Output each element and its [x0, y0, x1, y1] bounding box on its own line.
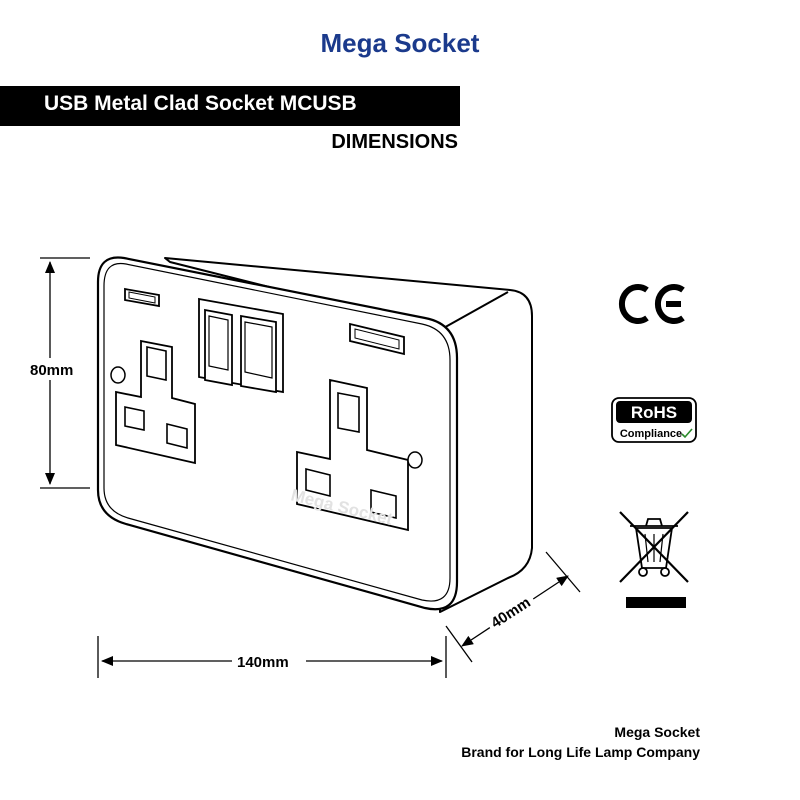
- footer-brand: Mega Socket: [614, 724, 700, 740]
- rocker-switch-right: [240, 314, 277, 394]
- rohs-subtitle: Compliance: [620, 428, 682, 440]
- depth-label-group: 40mm: [483, 588, 538, 635]
- rohs-compliance-icon: RoHS Compliance: [611, 397, 697, 443]
- earth-pin-hole-right: [337, 392, 360, 433]
- dimensions-heading: DIMENSIONS: [331, 131, 458, 153]
- usb-port-left: [124, 287, 160, 308]
- rohs-title: RoHS: [631, 403, 677, 422]
- live-pin-hole-left: [124, 406, 145, 431]
- screw-left: [110, 366, 126, 384]
- rocker-switch-left: [204, 308, 233, 387]
- height-label: 80mm: [30, 362, 73, 379]
- usb-port-right: [349, 322, 405, 356]
- footer-tagline: Brand for Long Life Lamp Company: [461, 744, 700, 760]
- weee-crossed-bin-icon: [619, 511, 689, 608]
- neutral-pin-hole-left: [166, 422, 188, 450]
- earth-pin-hole-left: [146, 346, 167, 381]
- product-title: USB Metal Clad Socket MCUSB: [44, 92, 357, 115]
- check-icon: [681, 428, 693, 439]
- neutral-pin-hole-right: [370, 488, 397, 520]
- screw-right: [407, 451, 423, 469]
- live-pin-hole-right: [305, 467, 331, 498]
- width-label-bg: [232, 651, 306, 673]
- brand-title: Mega Socket: [320, 28, 480, 58]
- height-label-bg: [26, 358, 82, 380]
- width-label: 140mm: [237, 654, 289, 671]
- title-banner: [0, 86, 460, 126]
- ce-mark-icon: [618, 284, 685, 324]
